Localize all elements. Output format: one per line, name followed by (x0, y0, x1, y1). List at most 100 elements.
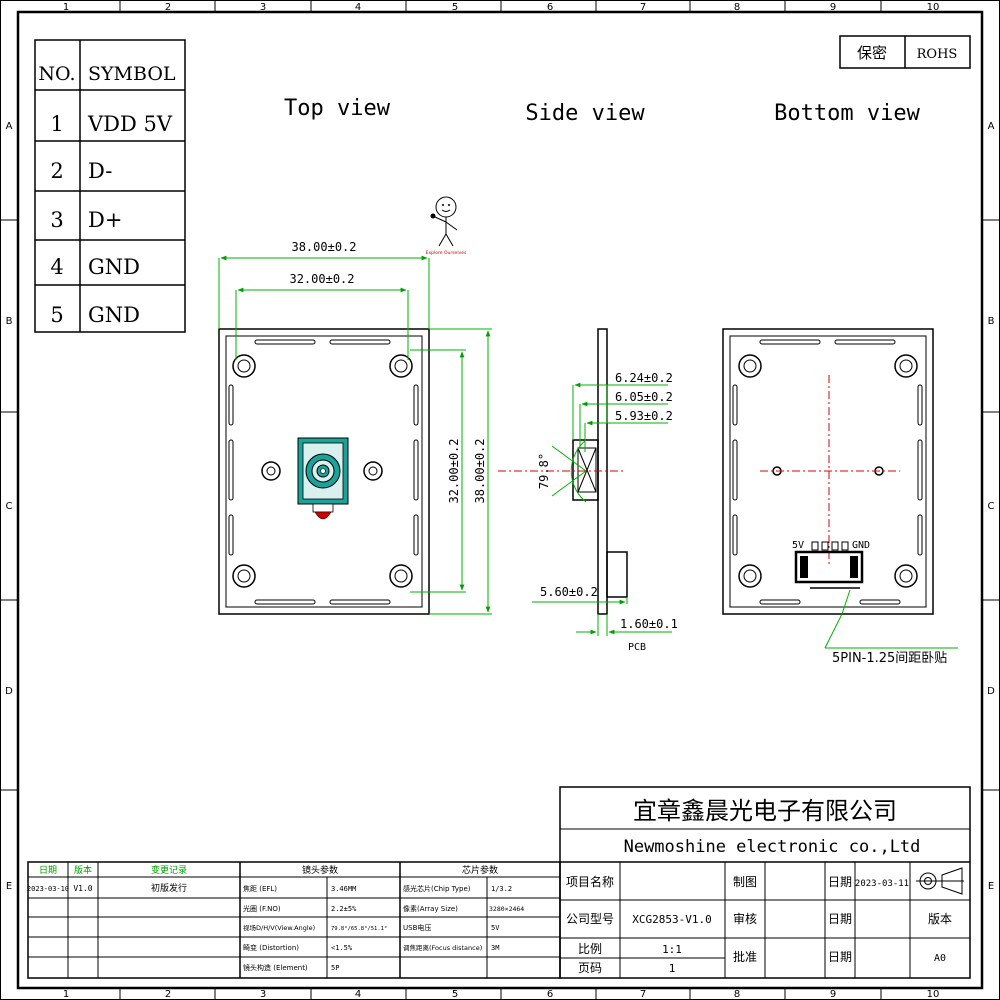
chip-param-label: 像素(Array Size) (403, 904, 458, 913)
parameter-tables (27, 861, 561, 979)
title-block (559, 786, 971, 979)
chip-param-label: 感光芯片(Chip Type) (403, 884, 471, 893)
grid-row-label: D (5, 686, 13, 697)
confidential-box: 保密 ROHS (839, 35, 971, 69)
dim-height-1: 6.24±0.2 (615, 371, 673, 385)
grid-column-label: 10 (927, 989, 940, 1000)
lens-param-value: 3.46MM (331, 885, 356, 893)
connector-pin-gnd: GND (852, 540, 870, 551)
grid-column-label: 10 (927, 2, 940, 13)
connector-pin-5v: 5V (792, 540, 804, 551)
pin-no: 2 (50, 159, 63, 183)
grid-row-label: A (988, 121, 995, 132)
model-label: 公司型号 (566, 912, 614, 926)
revision-date: 2023-03-10 (27, 885, 69, 893)
dim-height-3: 5.93±0.2 (615, 409, 673, 423)
lens-param-label: 畸变 (Distortion) (243, 943, 299, 952)
dim-hole-pitch-width: 32.00±0.2 (289, 272, 354, 286)
grid-column-label: 2 (165, 989, 171, 1000)
dim-height-2: 6.05±0.2 (615, 390, 673, 404)
pin-no: 5 (50, 303, 63, 327)
grid-column-label: 4 (355, 989, 361, 1000)
scale-value: 1:1 (662, 943, 682, 956)
review-label: 审核 (733, 911, 757, 926)
pcb-label: PCB (628, 642, 646, 653)
grid-column-label: 9 (830, 989, 836, 1000)
date-label: 日期 (828, 950, 852, 964)
grid-column-label: 5 (452, 989, 458, 1000)
pin-symbol: D+ (88, 208, 122, 232)
lens-param-label: 镜头构造 (Element) (243, 963, 308, 972)
lens-param-value: 79.8°/65.8°/51.1° (331, 926, 387, 932)
company-name-cn: 宜章鑫晨光电子有限公司 (633, 797, 897, 825)
scale-label: 比例 (578, 942, 602, 956)
page-label: 页码 (578, 961, 602, 975)
revision-header-change: 变更记录 (151, 864, 187, 876)
chip-param-label: 调焦距离(Focus distance) (403, 943, 482, 952)
chip-param-value: 3280×2464 (489, 905, 524, 913)
grid-row-label: B (6, 316, 13, 327)
grid-column-label: 7 (640, 2, 646, 13)
dim-outer-height: 38.00±0.2 (473, 438, 487, 503)
grid-row-label: C (6, 501, 13, 512)
grid-row-label: D (987, 686, 995, 697)
approve-label: 批准 (733, 949, 757, 964)
draw-label: 制图 (733, 875, 757, 889)
lens-param-label: 光圈 (F.NO) (243, 904, 281, 913)
drawing-frame (16, 10, 984, 990)
top-view-dimensions (218, 255, 492, 615)
pin-no: 3 (50, 208, 63, 232)
grid-column-label: 3 (260, 2, 266, 13)
revision-version: V1.0 (73, 884, 92, 893)
grid-column-label: 8 (734, 2, 740, 13)
pin-header-no: NO. (38, 63, 75, 85)
lens-param-label: 焦距 (EFL) (243, 884, 277, 893)
rohs-label: ROHS (917, 47, 958, 62)
dim-connector-height: 5.60±0.2 (540, 585, 598, 599)
grid-column-label: 2 (165, 2, 171, 13)
grid-column-label: 1 (63, 989, 69, 1000)
lens-param-value: 2.2±5% (331, 905, 357, 913)
grid-row-label: B (988, 316, 995, 327)
side-view-dimensions (532, 382, 672, 636)
version-value: A0 (934, 953, 946, 964)
grid-column-label: 6 (547, 989, 553, 1000)
projection-symbol-icon (916, 867, 964, 895)
lens-param-label: 视场D/H/V(View.Angle) (243, 923, 315, 932)
grid-column-label: 3 (260, 989, 266, 1000)
model-value: XCG2853-V1.0 (632, 913, 711, 926)
date-value: 2023-03-11 (855, 879, 909, 889)
pin-symbol: D- (88, 159, 112, 183)
company-name-en: Newmoshine electronic co.,Ltd (624, 837, 921, 857)
grid-column-label: 7 (640, 989, 646, 1000)
pin-symbol: VDD 5V (87, 112, 173, 136)
grid-column-label: 1 (63, 2, 69, 13)
dim-outer-width: 38.00±0.2 (291, 240, 356, 254)
grid-column-label: 9 (830, 2, 836, 13)
side-view (498, 328, 628, 615)
connector-callout: 5PIN-1.25间距卧贴 (832, 651, 947, 666)
pin-no: 1 (50, 112, 63, 136)
logo-figure-icon (430, 196, 458, 247)
revision-header-version: 版本 (74, 864, 92, 876)
bottom-view (722, 328, 958, 649)
lens-param-value: <1.5% (331, 944, 353, 952)
bottom-view-title: Bottom view (774, 101, 920, 126)
grid-row-label: A (6, 121, 13, 132)
top-view (218, 328, 430, 615)
dim-view-angle: 79.8° (537, 453, 551, 489)
lens-param-value: 5P (331, 964, 339, 972)
pin-header-symbol: SYMBOL (88, 63, 176, 85)
chip-param-value: 3M (491, 944, 499, 952)
confidential-label: 保密 (857, 44, 887, 62)
pin-table: NO. SYMBOL 1 VDD 5V 2 D- 3 D+ 4 GND 5 GN… (34, 39, 186, 333)
pin-no: 4 (50, 255, 63, 279)
date-label: 日期 (828, 875, 852, 889)
chip-param-label: USB电压 (403, 923, 431, 932)
chip-param-value: 5V (491, 924, 500, 932)
revision-change: 初版发行 (151, 882, 187, 894)
pin-symbol: GND (88, 255, 140, 279)
grid-row-label: E (6, 881, 12, 892)
